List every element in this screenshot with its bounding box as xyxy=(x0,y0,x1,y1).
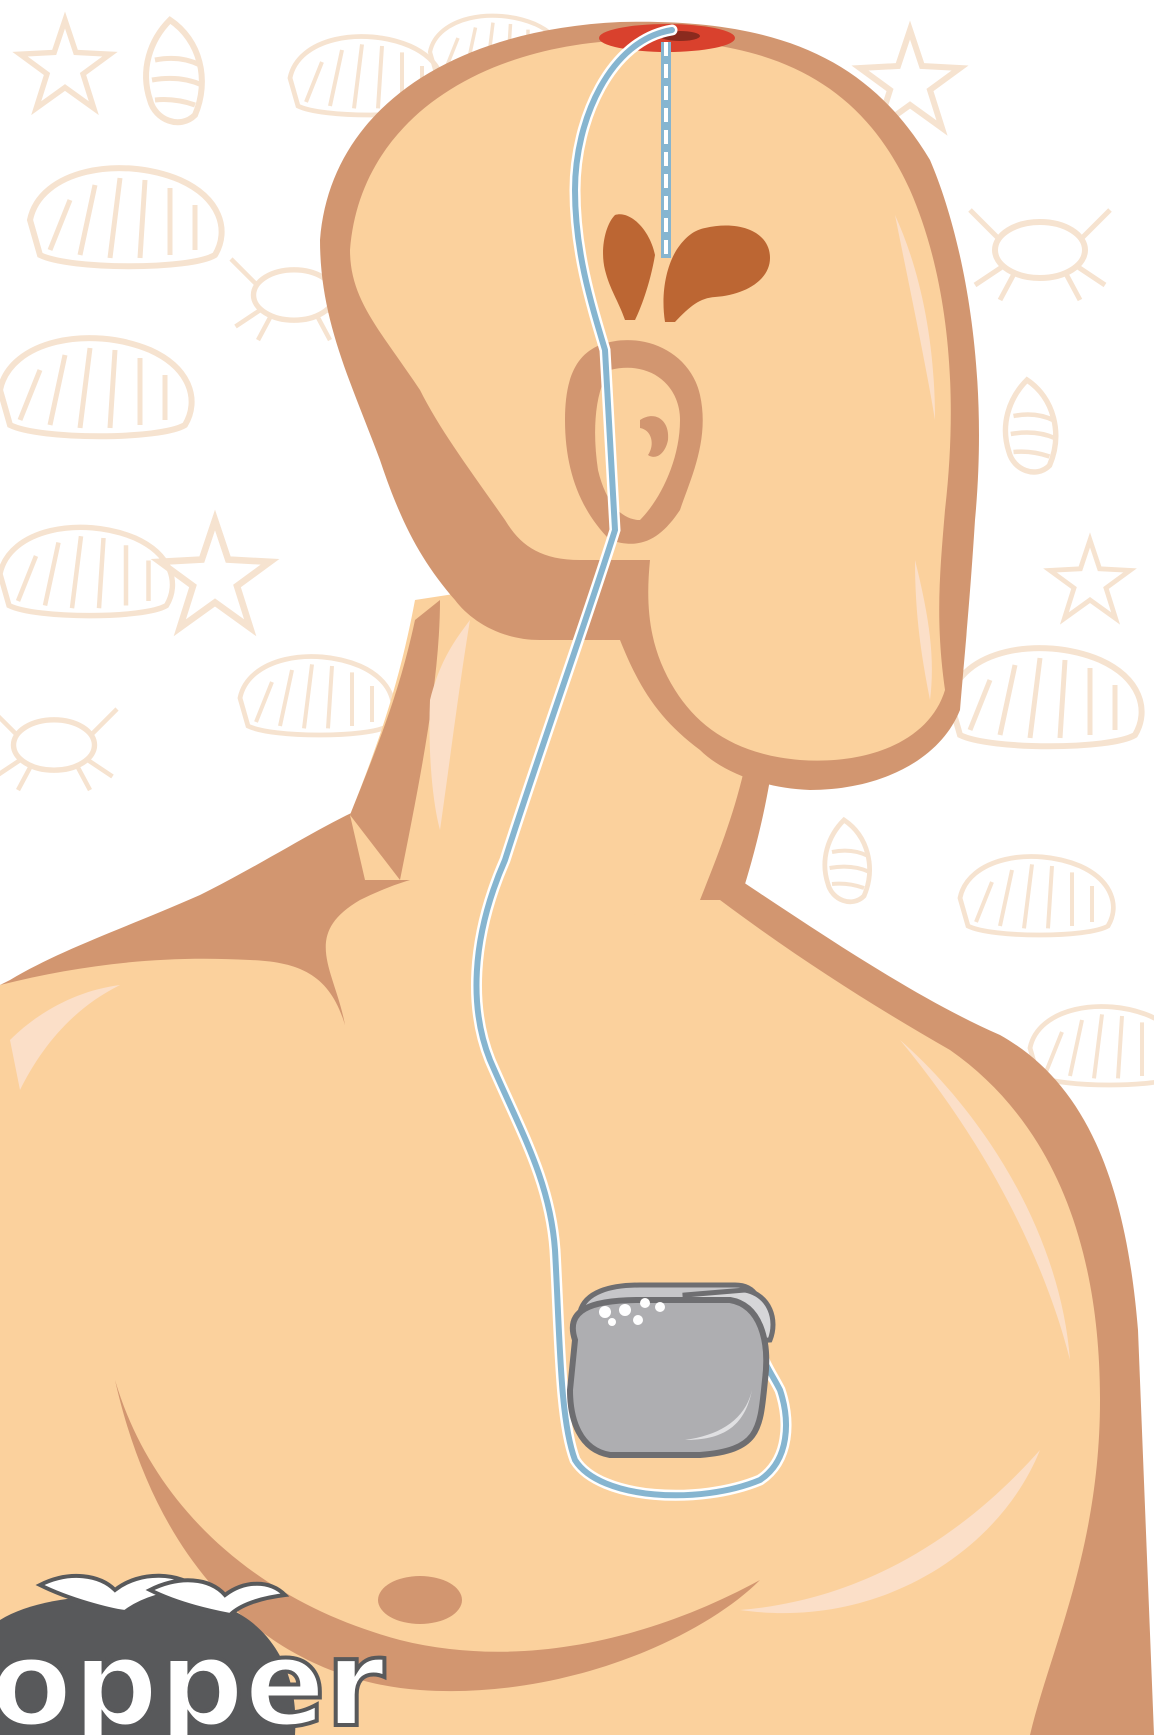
conch-icon xyxy=(825,820,870,902)
logo-wordmark: opper xyxy=(0,1615,385,1735)
seashell-icon xyxy=(0,527,172,615)
seashell-icon xyxy=(240,656,393,735)
seashell-icon xyxy=(0,338,192,436)
seashell-icon xyxy=(950,648,1142,746)
starfish-icon xyxy=(1050,540,1130,618)
starfish-icon xyxy=(160,520,270,628)
crab-icon xyxy=(970,210,1110,300)
conch-icon xyxy=(146,20,202,122)
crab-icon xyxy=(0,709,117,790)
starfish-icon xyxy=(20,20,110,108)
pulse-generator-device xyxy=(570,1285,773,1455)
seashell-icon xyxy=(960,856,1113,935)
conch-icon xyxy=(1005,380,1055,472)
seashell-icon xyxy=(30,168,222,266)
